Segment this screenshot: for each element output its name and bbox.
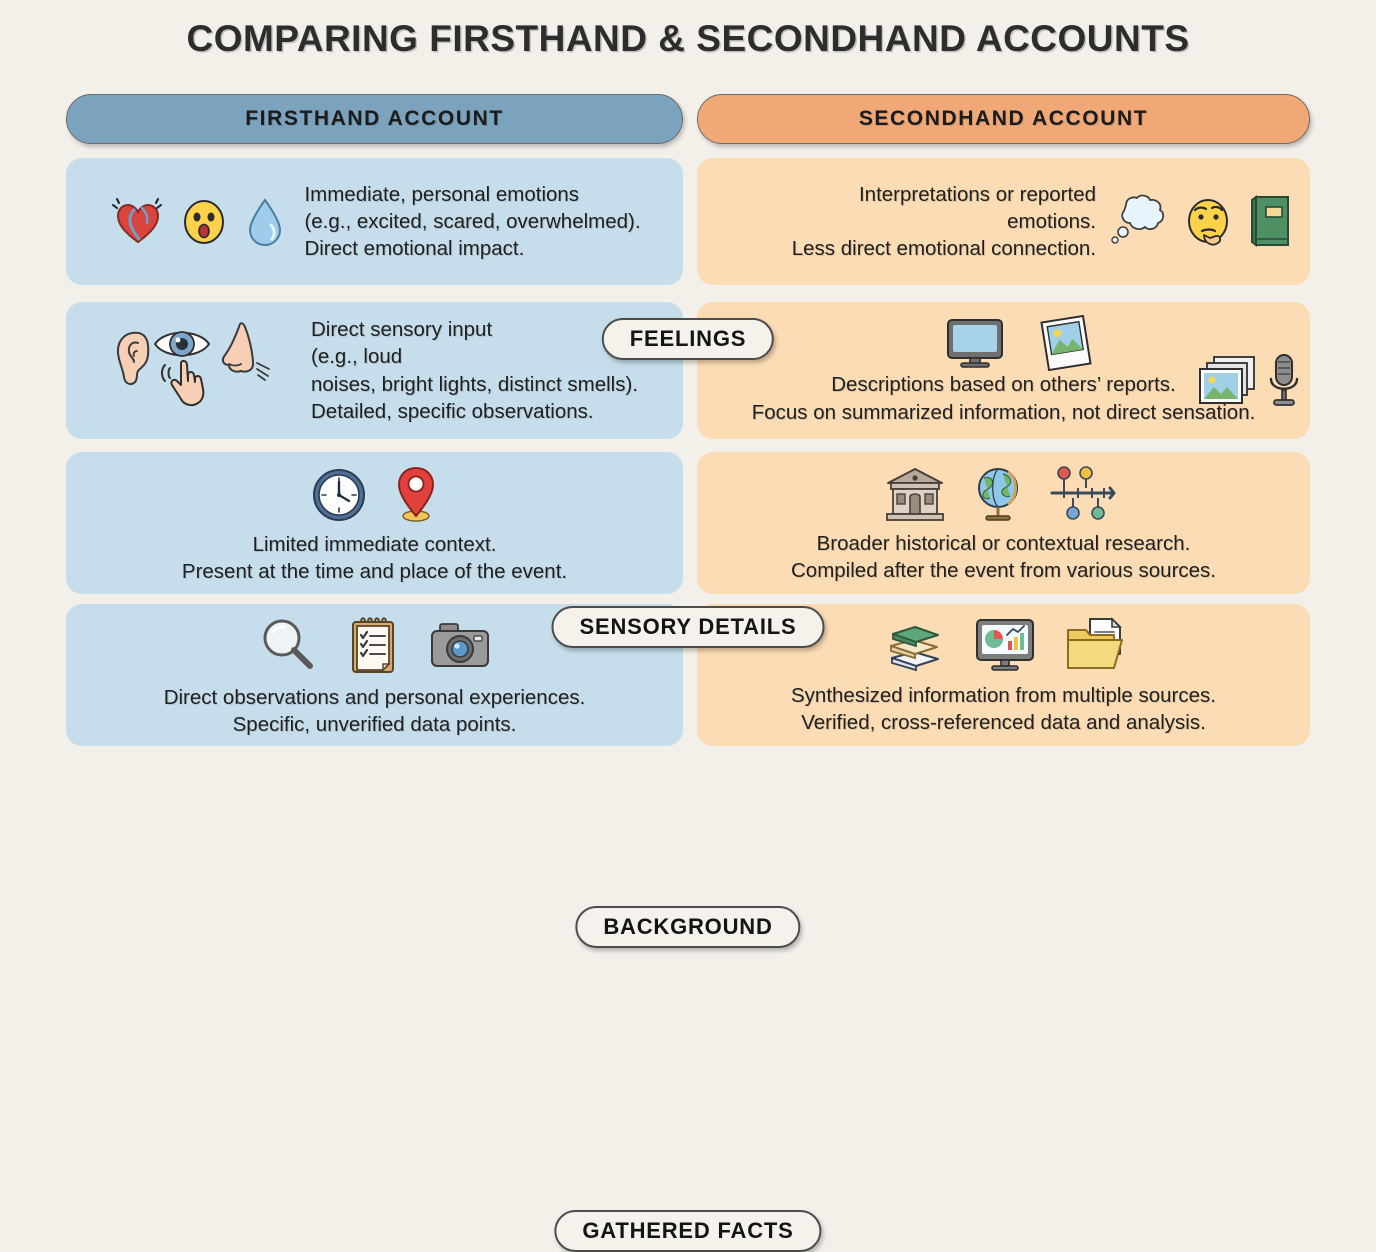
camera-icon: [430, 622, 489, 667]
description-secondhand-sensory: Descriptions based on others’ reports. F…: [751, 373, 1256, 424]
location-pin-icon: [397, 466, 434, 522]
book-stack-icon: [889, 625, 939, 671]
magnifying-glass-icon: [263, 619, 313, 669]
description-secondhand-background: Broader historical or contextual researc…: [791, 531, 1216, 582]
icon-group-secondhand-feelings: [1104, 193, 1294, 251]
green-book-icon: [1251, 194, 1289, 247]
icon-group-secondhand-background: [882, 465, 1126, 524]
comparison-row-feelings: Immediate, personal emotions (e.g., exci…: [0, 158, 1376, 360]
icon-group-secondhand-sensory-extra: [1196, 352, 1302, 410]
column-header-firsthand: FIRSTHAND ACCOUNT: [66, 94, 683, 144]
icon-group-firsthand-gathered-facts: [259, 614, 491, 676]
panel-firsthand-feelings: Immediate, personal emotions (e.g., exci…: [66, 158, 683, 285]
comparison-row-sensory-details: Direct sensory input (e.g., loud noises,…: [0, 302, 1376, 648]
description-secondhand-feelings: Interpretations or reported emotions. Le…: [791, 182, 1096, 261]
icon-group-firsthand-feelings: [112, 196, 286, 248]
description-firsthand-sensory: Direct sensory input (e.g., loud noises,…: [311, 318, 638, 423]
description-firsthand-feelings: Immediate, personal emotions (e.g., exci…: [304, 182, 641, 261]
photo-icon: [1039, 315, 1092, 372]
timeline-icon: [1050, 465, 1115, 520]
category-label-background: BACKGROUND: [575, 906, 801, 948]
column-header-secondhand-label: SECONDHAND ACCOUNT: [858, 107, 1149, 130]
panel-secondhand-background: Broader historical or contextual researc…: [697, 452, 1310, 594]
monitor-icon: [946, 319, 1003, 369]
thought-bubble-icon: [1111, 194, 1165, 244]
photo-stack-icon: [1199, 355, 1255, 404]
clipboard-checklist-icon: [351, 617, 394, 673]
classical-building-icon: [885, 467, 944, 521]
microphone-icon: [1269, 353, 1299, 406]
droplet-icon: [249, 197, 282, 246]
panel-firsthand-background: Limited immediate context. Present at th…: [66, 452, 683, 594]
astonished-face-icon: [184, 199, 225, 244]
column-header-secondhand: SECONDHAND ACCOUNT: [697, 94, 1310, 144]
nose-icon: [221, 322, 270, 381]
icon-group-secondhand-gathered-facts: [882, 616, 1126, 674]
globe-icon: [977, 467, 1018, 521]
category-label-feelings: FEELINGS: [601, 318, 775, 360]
comparison-row-background: Limited immediate context. Present at th…: [0, 452, 1376, 948]
panel-firsthand-sensory: Direct sensory input (e.g., loud noises,…: [66, 302, 683, 439]
chart-monitor-icon: [975, 618, 1034, 671]
category-label-gathered-facts: GATHERED FACTS: [554, 1210, 822, 1252]
description-secondhand-gathered-facts: Synthesized information from multiple so…: [791, 683, 1216, 734]
ear-icon: [116, 331, 150, 386]
icon-group-firsthand-sensory: [109, 313, 299, 428]
panel-secondhand-feelings: Interpretations or reported emotions. Le…: [697, 158, 1310, 285]
page-title: COMPARING FIRSTHAND & SECONDHAND ACCOUNT…: [186, 18, 1190, 59]
description-firsthand-background: Limited immediate context. Present at th…: [181, 532, 568, 583]
icon-group-firsthand-background: [311, 465, 439, 525]
description-firsthand-gathered-facts: Direct observations and personal experie…: [163, 685, 586, 736]
touch-hand-icon: [161, 359, 205, 407]
icon-group-secondhand-sensory: [711, 315, 1296, 372]
folder-document-icon: [1066, 616, 1123, 669]
thinking-face-icon: [1188, 198, 1228, 245]
beating-heart-icon: [112, 197, 163, 243]
column-header-firsthand-label: FIRSTHAND ACCOUNT: [245, 107, 504, 130]
category-label-sensory-details: SENSORY DETAILS: [551, 606, 825, 648]
clock-icon: [312, 468, 365, 521]
panel-secondhand-sensory: Descriptions based on others’ reports. F…: [697, 302, 1310, 439]
eye-icon: [153, 331, 211, 357]
